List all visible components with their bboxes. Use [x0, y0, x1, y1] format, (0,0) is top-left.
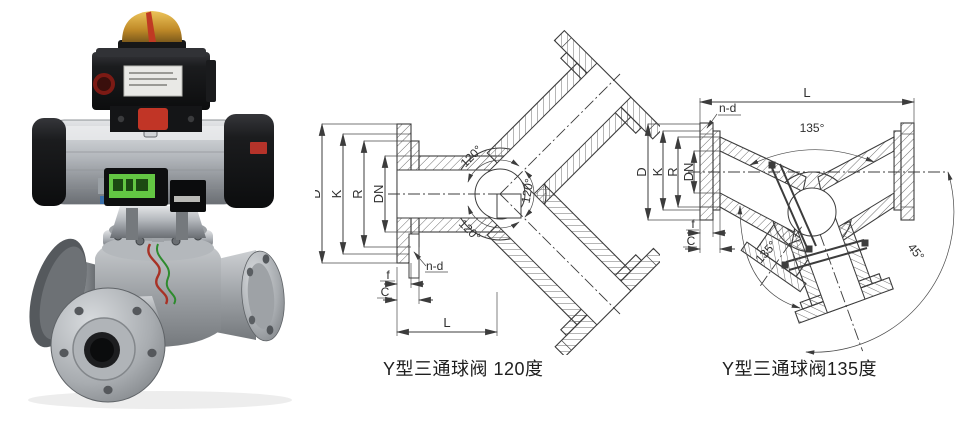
dim-label-K-135: K: [650, 167, 665, 176]
green-wire: [155, 243, 177, 305]
dim-label-f-135: f: [691, 217, 695, 231]
dim-label-R-135: R: [665, 167, 680, 176]
dim-label-D-135: D: [634, 167, 649, 176]
actuator-brand-label: [250, 142, 267, 154]
dim-label-R-120: R: [350, 189, 365, 198]
valve-photo: [28, 11, 292, 409]
caption-135: Y型三通球阀135度: [722, 359, 878, 379]
fcl-dimensions-120: f C L: [377, 247, 499, 336]
nd-callout-135: n-d: [706, 101, 741, 129]
mounting-bracket: [110, 106, 202, 132]
dim-label-D-120: D: [315, 189, 323, 198]
actuator-right-cap: [224, 114, 274, 208]
diagram-120: 120° 120° 120° D K R DN n-d: [315, 29, 660, 355]
diagram-135: 135° 135° 45° L n-d D K: [634, 85, 955, 355]
angle-label-135-top: 135°: [800, 121, 825, 135]
fc-dimensions-135: f C: [683, 210, 735, 253]
dim-label-K-120: K: [329, 189, 344, 198]
dim-label-C-120: C: [381, 285, 390, 299]
red-wire: [147, 243, 169, 305]
dim-label-DN-135: DN: [681, 163, 696, 182]
actuator-left-cap: [32, 118, 66, 206]
dim-label-L-120: L: [443, 315, 450, 330]
dimensions-135: D K R DN: [634, 122, 720, 222]
L-dimension-135: L: [698, 85, 916, 123]
angle-label-120-right: 120°: [518, 177, 536, 204]
centerline-upper-120: [499, 73, 621, 195]
centerline-lower-120: [499, 193, 621, 315]
dim-label-DN-120: DN: [371, 185, 386, 204]
conduit-port: [93, 73, 115, 95]
photo-shadow: [28, 391, 292, 409]
ball-135: [787, 187, 837, 237]
solenoid-valve: [98, 168, 206, 212]
nameplate: [123, 65, 183, 97]
nd-label-120: n-d: [426, 259, 443, 273]
front-flange-port: [50, 287, 166, 403]
bracket-red-block: [138, 108, 168, 130]
yoke: [110, 202, 206, 242]
dimensions-120: D K R DN: [315, 122, 419, 265]
angle-label-45-right: 45°: [905, 241, 928, 264]
nd-label-135: n-d: [719, 101, 736, 115]
dim-label-f-120: f: [386, 268, 390, 282]
limit-switch-box: [92, 11, 216, 110]
ball-port-120: [496, 193, 522, 219]
caption-120: Y型三通球阀 120度: [383, 359, 544, 379]
dim-label-L-135: L: [803, 85, 810, 100]
dome-red-stripe: [146, 11, 156, 42]
dim-label-C-135: C: [687, 234, 696, 248]
nd-callout-120: n-d: [413, 251, 448, 273]
body-section-135: [699, 122, 915, 324]
